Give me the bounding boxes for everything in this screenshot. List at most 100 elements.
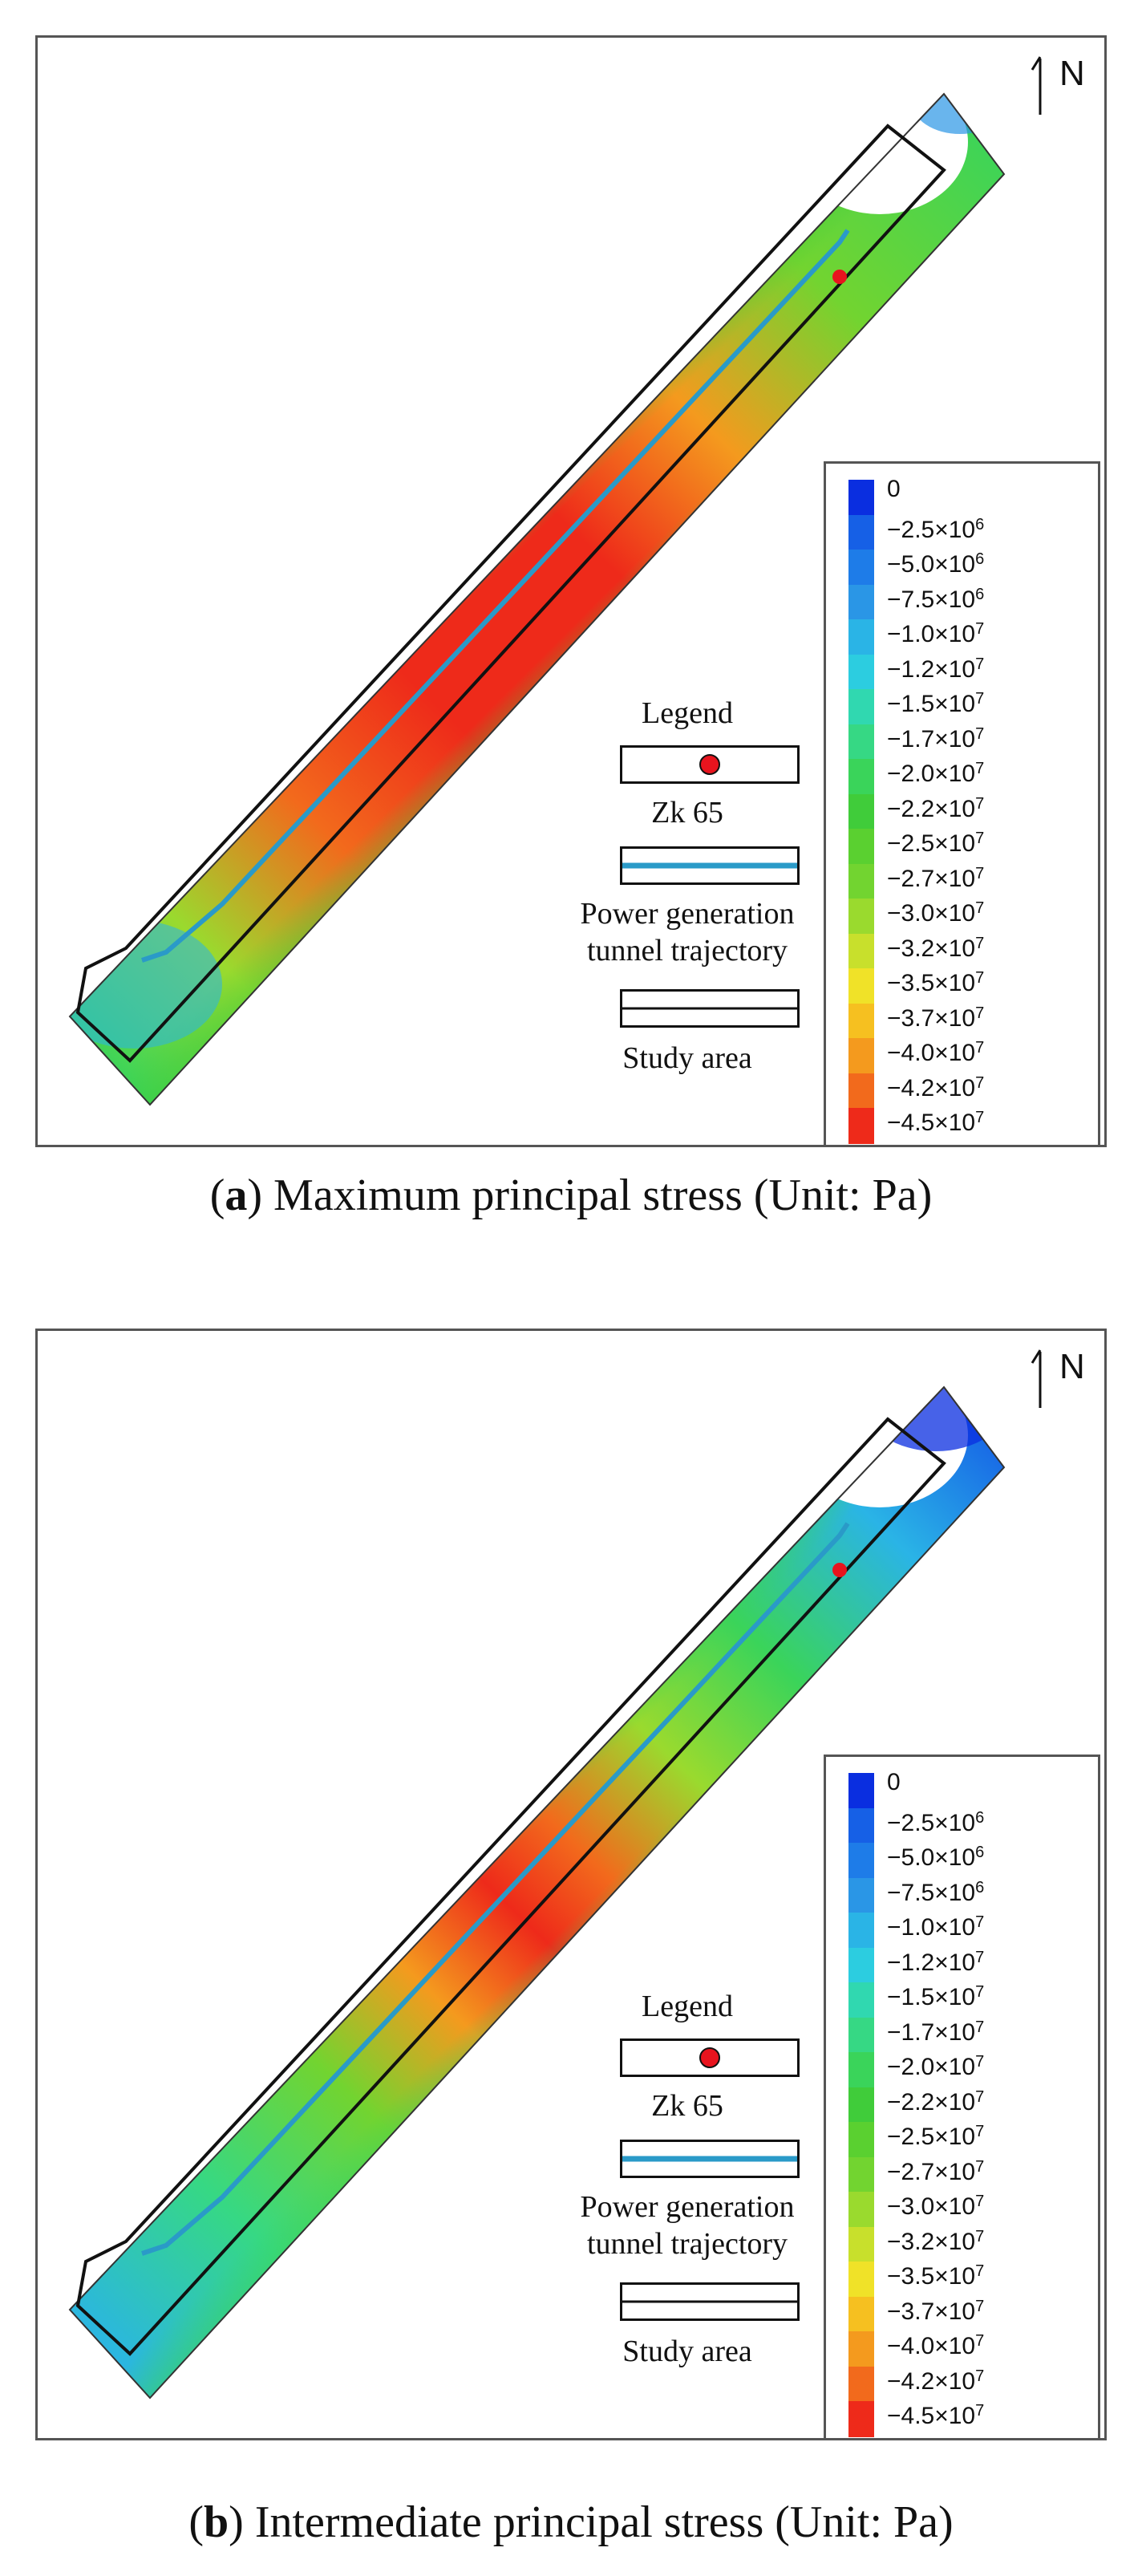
caption-a-letter: a <box>225 1170 248 1220</box>
colorbar-label: −2.0×107 <box>887 2053 985 2080</box>
north-label: N <box>1059 1347 1085 1386</box>
legend-zk-swatch <box>620 745 800 784</box>
colorbar-label: −2.5×107 <box>887 2123 985 2150</box>
legend-tunnel-label-1: Power generation <box>580 2190 795 2224</box>
legend-zk-swatch <box>620 2038 800 2077</box>
legend-zk-label: Zk 65 <box>651 2089 723 2123</box>
colorbar-swatch <box>848 2296 874 2332</box>
colorbar-swatch <box>848 1073 874 1109</box>
colorbar-label: −1.0×107 <box>887 620 985 647</box>
colorbar-swatch <box>848 480 874 516</box>
colorbar-label: −2.0×107 <box>887 760 985 787</box>
legend-tunnel-swatch <box>620 2140 800 2178</box>
colorbar-swatch <box>848 2052 874 2088</box>
caption-a: (a) Maximum principal stress (Unit: Pa) <box>209 1170 933 1220</box>
caption-a-text: Maximum principal stress (Unit: Pa) <box>262 1170 933 1220</box>
colorbar-swatch <box>848 1843 874 1879</box>
colorbar: 0−2.5×106−5.0×106−7.5×106−1.0×107−1.2×10… <box>824 1755 1100 2438</box>
colorbar-swatch <box>848 654 874 690</box>
colorbar-swatch <box>848 724 874 760</box>
colorbar-label: −3.0×107 <box>887 899 985 927</box>
colorbar-swatch <box>848 968 874 1004</box>
colorbar-swatch <box>848 759 874 795</box>
colorbar-label: −4.2×107 <box>887 2367 985 2395</box>
legend-study-label: Study area <box>622 1041 752 1075</box>
colorbar-swatch <box>848 829 874 865</box>
colorbar-swatch <box>848 619 874 655</box>
colorbar-label: −2.7×107 <box>887 864 985 892</box>
colorbar-label: −4.5×107 <box>887 2402 985 2429</box>
caption-b-text: Intermediate principal stress (Unit: Pa) <box>243 2497 954 2547</box>
colorbar-label: −4.5×107 <box>887 1109 985 1136</box>
colorbar-swatch <box>848 689 874 725</box>
colorbar-label: −2.5×106 <box>887 515 985 543</box>
colorbar-label: −1.5×107 <box>887 1983 985 2010</box>
colorbar-label: −1.7×107 <box>887 724 985 753</box>
colorbar-swatch <box>848 514 874 550</box>
legend-study-swatch <box>620 989 800 1028</box>
stress-map-panel-a: N Legend Zk 65 Power generation tunnel t… <box>35 35 1107 1147</box>
colorbar-label: −7.5×106 <box>887 585 985 613</box>
legend-tunnel-label-1: Power generation <box>580 897 795 931</box>
colorbar-label: −3.7×107 <box>887 2297 985 2325</box>
colorbar-swatch <box>848 793 874 830</box>
north-label: N <box>1059 54 1085 93</box>
colorbar-swatch <box>848 2087 874 2123</box>
colorbar-swatch <box>848 2226 874 2262</box>
colorbar-swatch <box>848 1038 874 1074</box>
stress-map-panel-b: N Legend Zk 65 Power generation tunnel t… <box>35 1329 1107 2440</box>
legend-title: Legend <box>642 696 733 730</box>
colorbar-swatch <box>848 1807 874 1844</box>
tunnel-trajectory-line <box>141 1522 850 2256</box>
colorbar-label: −4.0×107 <box>887 1039 985 1066</box>
study-area-outline <box>75 124 946 1063</box>
colorbar-swatch <box>848 2156 874 2193</box>
colorbar-label: −3.0×107 <box>887 2193 985 2220</box>
colorbar-swatch <box>848 2401 874 2437</box>
colorbar-swatch <box>848 2192 874 2228</box>
colorbar-swatch <box>848 2331 874 2367</box>
colorbar-swatch <box>848 1773 874 1809</box>
legend-title: Legend <box>642 1990 733 2023</box>
north-arrow-icon: N <box>1024 52 1088 116</box>
colorbar-label: −2.7×107 <box>887 2157 985 2185</box>
colorbar-swatch <box>848 863 874 899</box>
colorbar-label: 0 <box>887 1769 901 1795</box>
colorbar-label: −1.2×107 <box>887 655 985 683</box>
zk65-marker <box>832 1563 847 1577</box>
caption-b: (b) Intermediate principal stress (Unit:… <box>188 2497 954 2547</box>
colorbar-label: 0 <box>887 476 901 502</box>
colorbar-label: −4.2×107 <box>887 1073 985 1101</box>
colorbar-label: −3.5×107 <box>887 969 985 996</box>
legend-tunnel-swatch <box>620 846 800 885</box>
colorbar-swatch <box>848 933 874 969</box>
legend-tunnel-label-2: tunnel trajectory <box>586 2227 788 2261</box>
colorbar-label: −5.0×106 <box>887 550 985 578</box>
colorbar-label: −1.0×107 <box>887 1913 985 1941</box>
colorbar-label: −1.5×107 <box>887 690 985 717</box>
zk65-marker <box>832 270 847 284</box>
colorbar-label: −2.2×107 <box>887 2087 985 2116</box>
colorbar-swatch <box>848 1913 874 1949</box>
colorbar: 0 −2.5×106 −5.0×106 −7.5×106 −1.0×107 −1.2×10… <box>824 461 1100 1145</box>
colorbar-label: −5.0×106 <box>887 1844 985 1871</box>
colorbar-label: −3.2×107 <box>887 2227 985 2255</box>
colorbar-label: −2.5×107 <box>887 830 985 857</box>
legend-study-label: Study area <box>622 2335 752 2368</box>
colorbar-swatch <box>848 2262 874 2298</box>
colorbar-swatch <box>848 899 874 935</box>
colorbar-label: −3.5×107 <box>887 2262 985 2290</box>
legend-zk-label: Zk 65 <box>651 796 723 830</box>
colorbar-swatch <box>848 584 874 620</box>
colorbar-swatch <box>848 2122 874 2158</box>
caption-b-letter: b <box>204 2497 229 2547</box>
legend-tunnel-label-2: tunnel trajectory <box>586 934 788 968</box>
colorbar-label: −7.5×106 <box>887 1878 985 1906</box>
legend-study-swatch <box>620 2282 800 2321</box>
colorbar-swatch <box>848 1108 874 1144</box>
colorbar-label: −3.2×107 <box>887 934 985 962</box>
north-arrow-icon: N <box>1024 1345 1088 1410</box>
colorbar-swatch <box>848 1947 874 1983</box>
colorbar-label: −1.2×107 <box>887 1948 985 1976</box>
colorbar-swatch <box>848 550 874 586</box>
